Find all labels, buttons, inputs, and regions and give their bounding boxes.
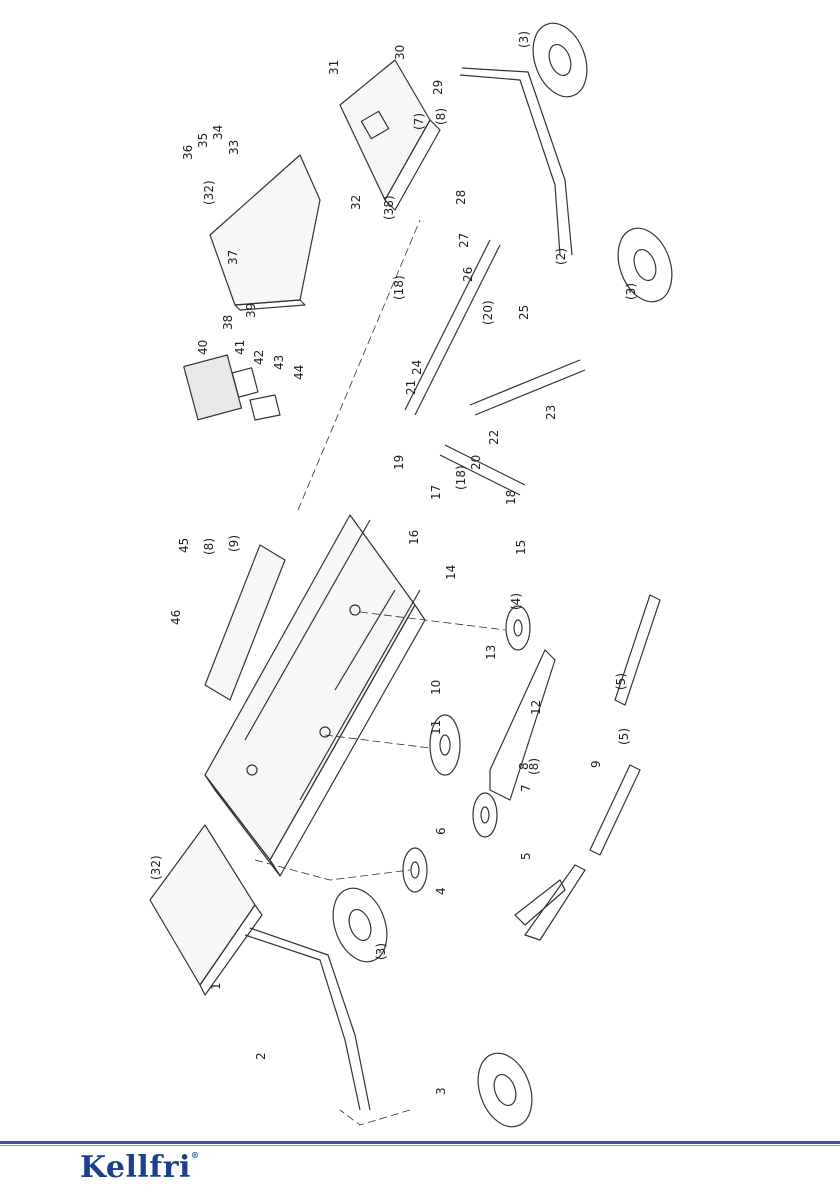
part-label-p44: 44 (292, 365, 306, 380)
part-label-p16: 16 (407, 530, 421, 545)
pulley (403, 848, 427, 892)
part-label-p1: 1 (209, 982, 223, 990)
mower-deck (205, 515, 425, 876)
part-label-p7b: (7) (412, 113, 426, 130)
part-label-p39: 39 (244, 303, 258, 318)
part-label-p18: 18 (504, 490, 518, 505)
part-label-p9: 9 (589, 760, 603, 768)
part-label-p22: 22 (487, 430, 501, 445)
part-label-p28: 28 (454, 190, 468, 205)
part-label-p29: 29 (431, 80, 445, 95)
part-label-p18c: (18) (392, 275, 406, 300)
part-label-p8c: (8) (434, 108, 448, 125)
part-label-p36: 36 (181, 145, 195, 160)
pulley (473, 793, 497, 837)
part-label-p18b: (18) (454, 465, 468, 490)
footer-rule-thin (0, 1145, 840, 1146)
part-label-p32c: (32) (149, 855, 163, 880)
part-label-p2: 2 (254, 1052, 268, 1060)
part-label-p26: 26 (461, 267, 475, 282)
part-label-p19b: (9) (227, 535, 241, 552)
part-label-p32: 32 (349, 195, 363, 210)
part-label-p3c: (3) (517, 31, 531, 48)
part-label-p46: 46 (169, 610, 183, 625)
part-label-p40: 40 (196, 340, 210, 355)
part-label-p4b: (4) (509, 593, 523, 610)
part-label-p6: 6 (434, 827, 448, 835)
part-label-p21: 21 (404, 380, 418, 395)
part-label-p5b: (5) (617, 728, 631, 745)
part-label-p11: 11 (429, 720, 443, 735)
part-label-p42: 42 (252, 350, 266, 365)
rear-cover (150, 825, 262, 995)
part-label-p19: 19 (392, 455, 406, 470)
part-label-p20: 20 (469, 455, 483, 470)
part-label-p25: 25 (517, 305, 531, 320)
footer-rule (0, 1141, 840, 1144)
part-label-p10: 10 (429, 680, 443, 695)
blade (590, 765, 640, 855)
part-label-p34: 34 (211, 125, 225, 140)
part-label-p4: 4 (434, 887, 448, 895)
part-label-p17: 17 (429, 485, 443, 500)
part-label-p35: 35 (196, 133, 210, 148)
part-label-p38b: (38) (382, 195, 396, 220)
part-label-p30: 30 (393, 45, 407, 60)
part-label-p32b: (32) (202, 180, 216, 205)
part-label-p8b: (8) (527, 758, 541, 775)
part-label-p31: 31 (327, 60, 341, 75)
belt-cover (210, 155, 320, 310)
part-label-p38: 38 (221, 315, 235, 330)
axle-front (460, 68, 572, 255)
part-label-p7: 7 (519, 784, 533, 792)
part-label-p14: 14 (444, 565, 458, 580)
wheel (609, 221, 682, 310)
part-label-p3b: (3) (374, 943, 388, 960)
part-label-p43: 43 (272, 355, 286, 370)
part-label-p33: 33 (227, 140, 241, 155)
part-label-p41: 41 (233, 340, 247, 355)
kellfri-logo: Kellfri® (80, 1150, 199, 1185)
gearbox-mount-plate (340, 60, 440, 210)
part-label-p12: 12 (529, 700, 543, 715)
part-label-p5c: (5) (614, 673, 628, 690)
wheel (469, 1046, 542, 1135)
exploded-parts-diagram: 123(3)(3)(3)(2)4(4)5(5)(5)678(8)91011121… (0, 0, 840, 1140)
part-label-p24: 24 (410, 360, 424, 375)
part-label-p3: 3 (434, 1087, 448, 1095)
part-label-p15: 15 (514, 540, 528, 555)
part-label-p13: 13 (484, 645, 498, 660)
part-label-p23: 23 (544, 405, 558, 420)
v-belt (490, 650, 555, 800)
brand-name: Kellfri (80, 1150, 191, 1185)
frame-arms (405, 240, 585, 495)
part-label-p20b: (20) (481, 300, 495, 325)
part-label-p2b: (2) (554, 248, 568, 265)
pulley (506, 606, 530, 650)
part-label-p3d: (3) (624, 283, 638, 300)
part-label-p37: 37 (226, 250, 240, 265)
registered-mark: ® (191, 1150, 200, 1160)
part-label-p45: 45 (177, 538, 191, 553)
blade (515, 865, 585, 940)
part-label-p45b: (8) (202, 538, 216, 555)
part-label-p27: 27 (457, 233, 471, 248)
part-label-p5: 5 (519, 852, 533, 860)
